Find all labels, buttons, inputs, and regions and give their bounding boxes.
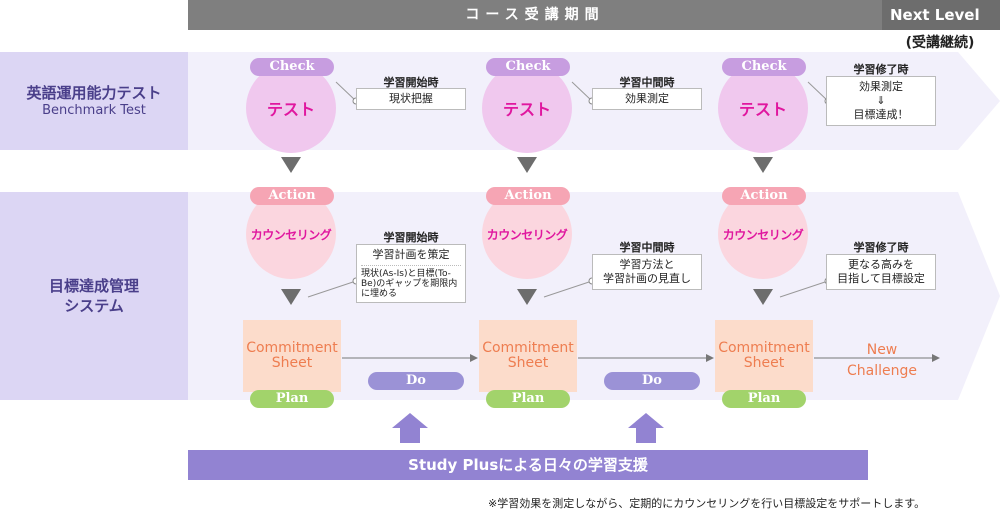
up-arrow (628, 413, 664, 443)
connector-line (335, 81, 357, 102)
benchmark-subtitle: Benchmark Test (42, 103, 146, 118)
flow-arrowhead (470, 354, 478, 362)
down-triangle (517, 289, 537, 305)
action-pill-1: Action (250, 187, 334, 205)
footnote: ※学習効果を測定しながら、定期的にカウンセリングを行い目標設定をサポートします。 (488, 497, 926, 510)
do-pill-1: Do (368, 372, 464, 390)
management-title: 目標達成管理 (48, 277, 139, 295)
down-triangle (753, 289, 773, 305)
flow-arrowhead (932, 354, 940, 362)
plan-pill-3: Plan (722, 390, 806, 408)
test-caption-2: 学習中間時 (619, 76, 675, 89)
management-row-label: 目標達成管理 システム (0, 192, 188, 400)
test-caption-1: 学習開始時 (383, 76, 439, 89)
connector-line (807, 81, 829, 102)
down-triangle (281, 157, 301, 173)
benchmark-title: 英語運用能力テスト (26, 84, 162, 102)
flow-arrowhead (706, 354, 714, 362)
test-circle-1: テスト (246, 63, 336, 153)
connector-line (543, 280, 593, 298)
test-note-1: 現状把握 (356, 88, 466, 110)
test-note-3-arrow: ⇓ (876, 94, 886, 107)
next-level-bar: Next Level (882, 0, 1000, 30)
plan-pill-1: Plan (250, 390, 334, 408)
connector-line (571, 81, 593, 102)
counsel-note-3: 更なる高みを 目指して目標設定 (826, 254, 936, 290)
benchmark-row-label: 英語運用能力テスト Benchmark Test (0, 52, 188, 150)
course-period-bar: コース受講期間 (188, 0, 882, 30)
counsel-note-text-1: 学習計画を策定 (372, 248, 450, 261)
down-triangle (753, 157, 773, 173)
counsel-note-2: 学習方法と 学習計画の見直し (592, 254, 702, 290)
course-period-label: コース受講期間 (465, 7, 605, 23)
commitment-sheet-3: Commitment Sheet (715, 320, 813, 392)
down-triangle (281, 289, 301, 305)
counsel-caption-3: 学習修了時 (853, 241, 909, 254)
counsel-caption-1: 学習開始時 (383, 231, 439, 244)
check-pill-3: Check (722, 58, 806, 76)
counsel-note-1: 学習計画を策定 現状(As-Is)と目標(To-Be)のギャップを期限内に埋める (356, 244, 466, 303)
test-circle-2: テスト (482, 63, 572, 153)
next-level-sub: (受講継続) (905, 35, 975, 51)
benchmark-row-arrow (958, 52, 1000, 150)
commitment-sheet-2: Commitment Sheet (479, 320, 577, 392)
action-pill-3: Action (722, 187, 806, 205)
down-triangle (517, 157, 537, 173)
counsel-detail-1: 現状(As-Is)と目標(To-Be)のギャップを期限内に埋める (361, 265, 461, 299)
next-level-label: Next Level (890, 6, 980, 24)
commitment-sheet-1: Commitment Sheet (243, 320, 341, 392)
management-row-arrow (958, 192, 1000, 400)
check-pill-1: Check (250, 58, 334, 76)
do-pill-2: Do (604, 372, 700, 390)
test-caption-3: 学習修了時 (853, 63, 909, 76)
test-note-3-line2: 目標達成！ (853, 108, 909, 121)
plan-pill-2: Plan (486, 390, 570, 408)
connector-line (779, 280, 829, 298)
test-note-3: 効果測定 ⇓ 目標達成！ (826, 76, 936, 126)
test-note-3-line1: 効果測定 (859, 80, 903, 93)
check-pill-2: Check (486, 58, 570, 76)
new-challenge-label: New Challenge (847, 342, 917, 379)
action-pill-2: Action (486, 187, 570, 205)
management-subtitle: システム (64, 297, 124, 315)
test-note-2: 効果測定 (592, 88, 702, 110)
test-circle-3: テスト (718, 63, 808, 153)
up-arrow (392, 413, 428, 443)
connector-line (307, 280, 357, 298)
counsel-caption-2: 学習中間時 (619, 241, 675, 254)
study-plus-bar: Study Plusによる日々の学習支援 (188, 450, 868, 480)
